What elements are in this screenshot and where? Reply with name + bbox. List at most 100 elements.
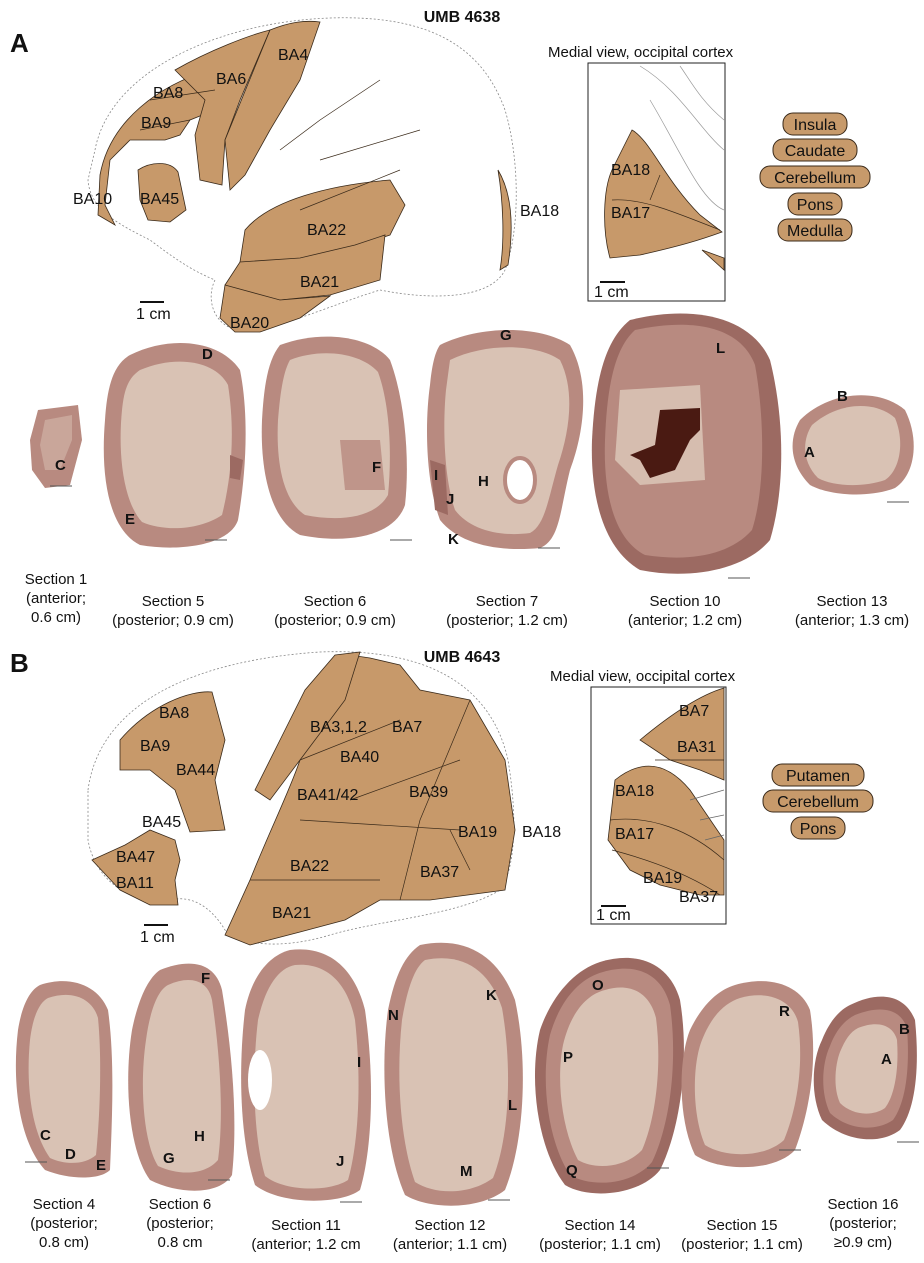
label-b-ba312: BA3,1,2 (310, 719, 367, 736)
panel-b-region-list: Putamen Cerebellum Pons (763, 764, 873, 839)
section-b12-letter-l: L (508, 1097, 517, 1114)
caption-b14-l2: (posterior; 1.1 cm) (539, 1236, 661, 1253)
section-b14-letter-q: Q (566, 1162, 578, 1179)
label-b-ba47: BA47 (116, 849, 155, 866)
panel-a-letter: A (10, 28, 29, 58)
label-ba20: BA20 (230, 315, 269, 332)
section-b11-letter-i: I (357, 1054, 361, 1071)
label-ba4: BA4 (278, 47, 308, 64)
label-b-ba7: BA7 (392, 719, 422, 736)
medial-a-label-ba17: BA17 (611, 205, 650, 222)
label-b-ba8: BA8 (159, 705, 189, 722)
caption-a1-l1: Section 1 (25, 571, 88, 588)
caption-b11-l2: (anterior; 1.2 cm (251, 1236, 360, 1253)
panel-a-medial-title: Medial view, occipital cortex (548, 44, 734, 61)
caption-b12-l2: (anterior; 1.1 cm) (393, 1236, 507, 1253)
caption-b16-l2: (posterior; (829, 1215, 897, 1232)
panel-b-section-6 (128, 964, 234, 1191)
label-b-ba11: BA11 (116, 875, 154, 892)
section-a13-letter-a: A (804, 444, 815, 461)
region-pons: Pons (797, 197, 833, 214)
section-b14-letter-p: P (563, 1049, 573, 1066)
label-b-ba39: BA39 (409, 784, 448, 801)
label-b-ba40: BA40 (340, 749, 379, 766)
label-ba10: BA10 (73, 191, 112, 208)
panel-b-medial-title: Medial view, occipital cortex (550, 668, 736, 685)
panel-b-letter: B (10, 648, 29, 678)
section-a5-letter-d: D (202, 346, 213, 363)
section-b6-letter-g: G (163, 1150, 175, 1167)
caption-b16-l1: Section 16 (828, 1196, 899, 1213)
section-a10-letter-l: L (716, 340, 725, 357)
caption-a13-l2: (anterior; 1.3 cm) (795, 612, 909, 629)
region-caudate: Caudate (785, 143, 846, 160)
region-insula: Insula (794, 117, 837, 134)
caption-a10-l2: (anterior; 1.2 cm) (628, 612, 742, 629)
label-ba18: BA18 (520, 203, 559, 220)
label-ba21: BA21 (300, 274, 339, 291)
label-b-ba9: BA9 (140, 738, 170, 755)
section-b6-letter-h: H (194, 1128, 205, 1145)
section-b12-letter-k: K (486, 987, 497, 1004)
caption-b11-l1: Section 11 (271, 1217, 341, 1234)
caption-a13-l1: Section 13 (817, 593, 888, 610)
region-putamen: Putamen (786, 768, 850, 785)
caption-a7-l1: Section 7 (476, 593, 539, 610)
caption-a6-l1: Section 6 (304, 593, 367, 610)
caption-a10-l1: Section 10 (650, 593, 721, 610)
label-ba6: BA6 (216, 71, 246, 88)
caption-b4-l1: Section 4 (33, 1196, 96, 1213)
medial-b-label-ba18: BA18 (615, 783, 654, 800)
section-b4-letter-d: D (65, 1146, 76, 1163)
section-a13-letter-b: B (837, 388, 848, 405)
caption-a7-l2: (posterior; 1.2 cm) (446, 612, 568, 629)
caption-b4-l2: (posterior; (30, 1215, 98, 1232)
panel-a-section-1 (30, 405, 82, 488)
panel-a-region-list: Insula Caudate Cerebellum Pons Medulla (760, 113, 870, 241)
caption-b15-l1: Section 15 (707, 1217, 778, 1234)
section-a7-letter-k: K (448, 531, 459, 548)
section-b16-letter-b: B (899, 1021, 910, 1038)
section-b16-letter-a: A (881, 1051, 892, 1068)
panel-a-section-10 (592, 313, 781, 578)
region-medulla: Medulla (787, 223, 843, 240)
caption-a1-l2: (anterior; (26, 590, 86, 607)
label-ba9: BA9 (141, 115, 171, 132)
section-a7-letter-h: H (478, 473, 489, 490)
panel-b-section-14 (535, 958, 684, 1194)
panel-b-section-11 (241, 949, 371, 1202)
label-ba22: BA22 (307, 222, 346, 239)
label-b-ba21: BA21 (272, 905, 311, 922)
caption-b6-l3: 0.8 cm (157, 1234, 202, 1251)
caption-a5-l1: Section 5 (142, 593, 205, 610)
section-b4-letter-c: C (40, 1127, 51, 1144)
label-b-ba18: BA18 (522, 824, 561, 841)
section-a6-letter-f: F (372, 459, 381, 476)
caption-b6-l2: (posterior; (146, 1215, 214, 1232)
panel-a-section-6 (262, 337, 412, 540)
caption-b15-l2: (posterior; 1.1 cm) (681, 1236, 803, 1253)
label-b-ba44: BA44 (176, 762, 215, 779)
medial-b-label-ba7: BA7 (679, 703, 709, 720)
caption-a1-l3: 0.6 cm) (31, 609, 81, 626)
label-b-ba19: BA19 (458, 824, 497, 841)
section-a7-letter-i: I (434, 467, 438, 484)
region-cerebellum: Cerebellum (774, 170, 856, 187)
section-b14-letter-o: O (592, 977, 604, 994)
section-a7-letter-g: G (500, 327, 512, 344)
caption-b4-l3: 0.8 cm) (39, 1234, 89, 1251)
caption-a6-l2: (posterior; 0.9 cm) (274, 612, 396, 629)
caption-b12-l1: Section 12 (415, 1217, 486, 1234)
section-b12-letter-n: N (388, 1007, 399, 1024)
label-ba45: BA45 (140, 191, 179, 208)
section-a5-letter-e: E (125, 511, 135, 528)
section-b4-letter-e: E (96, 1157, 106, 1174)
region-cerebellum-b: Cerebellum (777, 794, 859, 811)
caption-b16-l3: ≥0.9 cm) (834, 1234, 892, 1251)
label-b-ba37: BA37 (420, 864, 459, 881)
medial-b-label-ba19: BA19 (643, 870, 682, 887)
panel-b-section-15 (682, 981, 814, 1167)
medial-b-label-ba37: BA37 (679, 889, 718, 906)
medial-b-label-ba31: BA31 (677, 739, 716, 756)
